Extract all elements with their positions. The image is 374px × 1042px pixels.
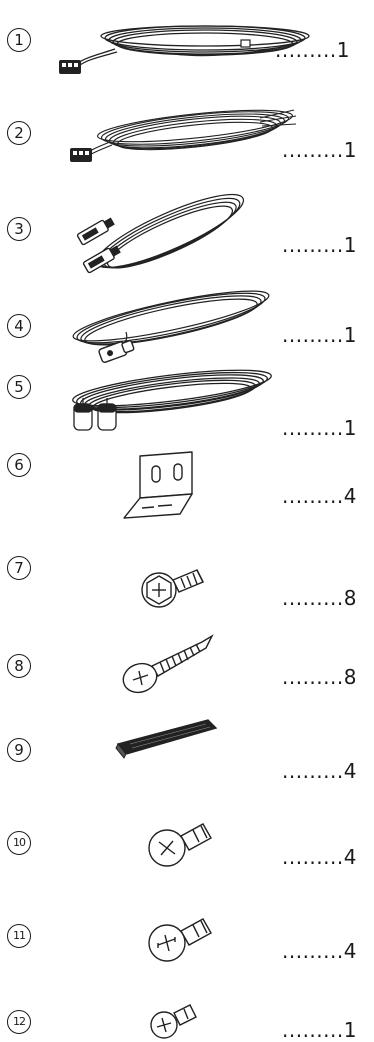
- tapping-screw-icon: [118, 630, 218, 700]
- item-number: 8: [7, 654, 31, 678]
- antenna-adapter-cable-icon: [62, 362, 277, 434]
- item-quantity: .........1: [282, 325, 357, 345]
- item-quantity: .........4: [282, 941, 357, 961]
- item-number: 3: [7, 217, 31, 241]
- pan-head-screw-icon: [145, 905, 220, 965]
- item-quantity: .........4: [282, 486, 357, 506]
- item-quantity: .........1: [275, 40, 350, 60]
- item-number: 2: [7, 121, 31, 145]
- small-screw-icon: [148, 997, 208, 1042]
- velcro-strip-icon: [110, 710, 220, 762]
- item-number: 11: [7, 924, 31, 948]
- item-number: 6: [7, 453, 31, 477]
- usb-cable-icon: [70, 183, 260, 278]
- mounting-bracket-icon: [120, 448, 200, 522]
- item-quantity: .........1: [282, 235, 357, 255]
- item-number: 12: [7, 1010, 31, 1034]
- item-number: 4: [7, 314, 31, 338]
- item-number: 5: [7, 375, 31, 399]
- wiring-harness-icon: [60, 100, 300, 170]
- power-cable-icon: [55, 14, 305, 80]
- item-quantity: .........8: [282, 588, 357, 608]
- item-number: 1: [7, 28, 31, 52]
- microphone-cable-icon: [66, 280, 276, 370]
- item-number: 10: [7, 831, 31, 855]
- item-quantity: .........4: [282, 761, 357, 781]
- item-number: 7: [7, 556, 31, 580]
- item-quantity: .........8: [282, 667, 357, 687]
- item-quantity: .........1: [282, 1020, 357, 1040]
- item-quantity: .........1: [282, 140, 357, 160]
- item-quantity: .........4: [282, 847, 357, 867]
- hex-washer-screw-icon: [135, 554, 210, 614]
- flat-head-screw-icon: [145, 812, 220, 872]
- item-number: 9: [7, 738, 31, 762]
- item-quantity: .........1: [282, 418, 357, 438]
